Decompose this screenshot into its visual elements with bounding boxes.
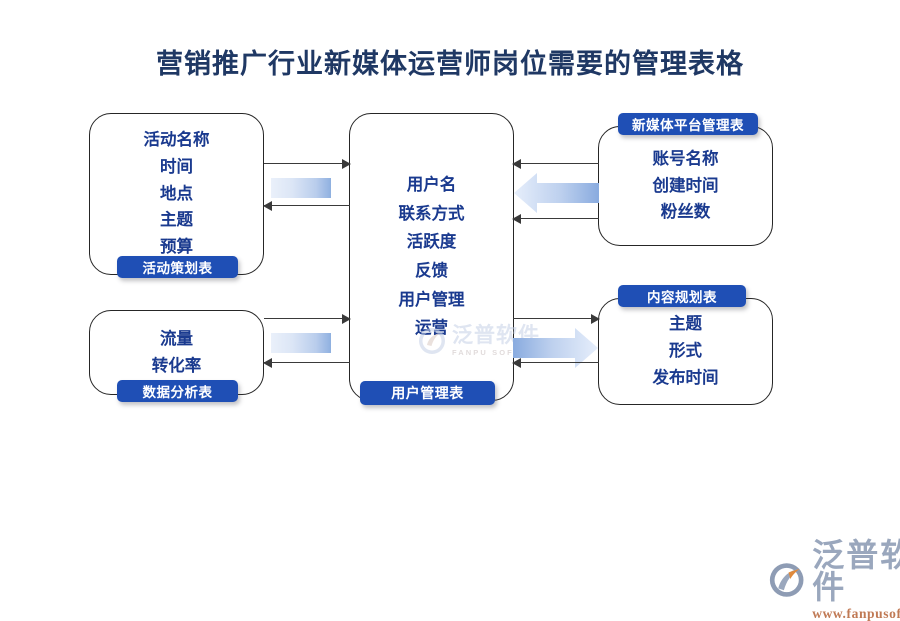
- badge-data-analysis[interactable]: 数据分析表: [117, 380, 238, 402]
- node-item: 账号名称: [652, 149, 719, 168]
- fanpu-logo-icon: [769, 562, 804, 597]
- node-item: 反馈: [415, 262, 448, 280]
- connector-shaft: [264, 362, 350, 363]
- node-item: 地点: [160, 184, 193, 203]
- connector-shaft: [264, 318, 350, 319]
- brand-logo: 泛普软件 www.fanpusoft.com: [768, 539, 900, 621]
- gradient-arrow-platform-to-user: [514, 173, 599, 213]
- arrowhead-left-icon: [512, 213, 521, 224]
- badge-user-manage[interactable]: 用户管理表: [360, 381, 495, 405]
- arrowhead-right-icon: [591, 313, 600, 324]
- connector-shaft: [513, 362, 599, 363]
- gradient-block-data: [271, 333, 331, 353]
- arrowhead-left-icon: [512, 158, 521, 169]
- connector-shaft: [513, 163, 599, 164]
- node-item: 主题: [160, 211, 193, 230]
- connector-shaft: [264, 163, 350, 164]
- node-item: 形式: [669, 342, 702, 361]
- badge-content-plan[interactable]: 内容规划表: [618, 285, 746, 307]
- connector-shaft: [264, 205, 350, 206]
- node-item: 用户名: [406, 175, 457, 194]
- gradient-arrow-user-to-content: [513, 328, 598, 368]
- node-content-plan[interactable]: 主题 形式 发布时间: [598, 298, 773, 405]
- node-user-manage[interactable]: 用户名 联系方式 活跃度 反馈 用户管理 运营: [349, 113, 514, 401]
- node-item: 运营: [415, 319, 448, 338]
- node-item: 预算: [160, 238, 193, 257]
- gradient-block-activity: [271, 178, 331, 198]
- diagram-canvas: 营销推广行业新媒体运营师岗位需要的管理表格 泛普软件 FANPU SOFTWAR…: [89, 49, 900, 620]
- badge-activity-plan[interactable]: 活动策划表: [117, 256, 238, 278]
- node-item: 发布时间: [652, 368, 719, 387]
- node-item: 活动名称: [143, 131, 210, 150]
- badge-new-media-platform[interactable]: 新媒体平台管理表: [618, 113, 758, 135]
- connector-shaft: [513, 218, 599, 219]
- node-item: 活跃度: [406, 233, 457, 252]
- node-item: 粉丝数: [660, 203, 711, 222]
- brand-logo-cn: 泛普软件: [812, 537, 900, 605]
- arrowhead-left-icon: [512, 357, 521, 368]
- arrowhead-left-icon: [263, 200, 272, 211]
- node-item: 转化率: [151, 356, 202, 375]
- node-activity-plan[interactable]: 活动名称 时间 地点 主题 预算: [89, 113, 264, 275]
- node-new-media-platform[interactable]: 账号名称 创建时间 粉丝数: [598, 126, 773, 246]
- page-title: 营销推广行业新媒体运营师岗位需要的管理表格: [156, 49, 744, 79]
- arrowhead-right-icon: [342, 313, 351, 324]
- node-item: 创建时间: [652, 176, 719, 195]
- node-item: 流量: [160, 329, 193, 348]
- node-item: 联系方式: [398, 204, 465, 223]
- brand-logo-url: www.fanpusoft.com: [812, 606, 900, 621]
- connector-shaft: [513, 318, 599, 319]
- node-item: 时间: [160, 157, 193, 176]
- node-item: 用户管理: [398, 290, 465, 309]
- arrowhead-left-icon: [263, 357, 272, 368]
- arrowhead-right-icon: [342, 158, 351, 169]
- node-item: 主题: [669, 315, 702, 334]
